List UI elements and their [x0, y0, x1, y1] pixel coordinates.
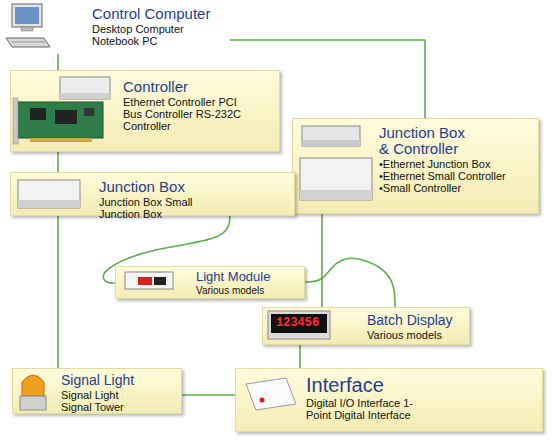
- connector-line: [321, 214, 323, 307]
- keyboard-keys: [12, 42, 45, 43]
- node-body: Desktop Computer Notebook PC: [92, 23, 192, 47]
- large-device: [300, 158, 372, 200]
- text-group: InterfaceDigital I/O Interface 1-Point D…: [306, 375, 506, 421]
- keyboard: [6, 38, 50, 47]
- display-screen: [271, 314, 327, 333]
- node-heading: Junction Box & Controller: [379, 125, 489, 157]
- node-body: Signal Light Signal Tower: [61, 389, 151, 413]
- text-group: Control ComputerDesktop Computer Noteboo…: [92, 6, 227, 47]
- device-box: Light ModuleVarious models: [115, 266, 305, 299]
- node-heading: Batch Display: [367, 313, 469, 328]
- light-module-illustration: [125, 272, 173, 289]
- node-body: •Ethernet Junction Box •Ethernet Small C…: [379, 158, 535, 194]
- module-body: [125, 272, 173, 289]
- device-box: ControllerEthernet Controller PCI Bus Co…: [10, 70, 280, 152]
- connector-line: [57, 152, 59, 172]
- node-body: Various models: [196, 285, 301, 296]
- red-lamp: [138, 277, 152, 285]
- connector-line: [305, 258, 395, 307]
- text-group: Junction Box & Controller•Ethernet Junct…: [379, 125, 537, 194]
- computer-icon: [6, 4, 50, 47]
- black-lamp: [154, 277, 166, 285]
- node-body: Junction Box Small Junction Box: [99, 196, 209, 220]
- device-box: Batch DisplayVarious models: [262, 307, 470, 345]
- node-heading: Control Computer: [92, 6, 227, 22]
- device-front: [60, 93, 110, 99]
- connector-line: [57, 216, 59, 368]
- text-group: Light ModuleVarious models: [196, 270, 301, 296]
- large-device-front: [300, 190, 372, 200]
- monitor: [12, 4, 42, 27]
- lamp-dome: [22, 375, 44, 396]
- node-heading: Controller: [123, 79, 273, 95]
- connector-line: [182, 394, 235, 396]
- small-device: [302, 126, 360, 146]
- junction-device-front: [18, 200, 80, 208]
- device-box: Junction BoxJunction Box Small Junction …: [10, 172, 295, 216]
- small-device-front: [302, 140, 360, 146]
- controller-device: [60, 77, 110, 99]
- chip: [30, 108, 46, 120]
- display-body: [268, 311, 330, 339]
- card-contacts: [30, 138, 92, 142]
- interface-device: [246, 378, 296, 410]
- text-group: Signal LightSignal Light Signal Tower: [61, 373, 179, 413]
- text-group: Batch DisplayVarious models: [367, 313, 469, 341]
- junction-box-illustration: [18, 180, 80, 208]
- text-group: Junction BoxJunction Box Small Junction …: [99, 179, 279, 220]
- indicator-dot: [260, 398, 265, 403]
- pci-card: [17, 102, 103, 138]
- lamp-base: [20, 396, 46, 410]
- node-heading: Interface: [306, 375, 506, 396]
- node-heading: Junction Box: [99, 179, 269, 195]
- junction-controller-illustration: [300, 126, 372, 200]
- junction-device: [18, 180, 80, 208]
- screen: [15, 7, 39, 24]
- batch-display-illustration: [268, 311, 330, 339]
- node-body: Digital I/O Interface 1-Point Digital In…: [306, 397, 456, 421]
- chip: [84, 108, 94, 116]
- controller-illustration: [13, 77, 110, 144]
- node-heading: Light Module: [196, 270, 301, 284]
- card-bracket: [13, 98, 18, 144]
- chip: [55, 110, 77, 124]
- node-body: Various models: [367, 329, 469, 341]
- monitor-stand: [21, 27, 33, 31]
- interface-illustration: [246, 378, 296, 410]
- computer-node: Control ComputerDesktop Computer Noteboo…: [5, 2, 230, 54]
- text-group: ControllerEthernet Controller PCI Bus Co…: [123, 79, 278, 132]
- node-heading: Signal Light: [61, 373, 179, 388]
- connector-line: [57, 54, 59, 70]
- node-body: Ethernet Controller PCI Bus Controller R…: [123, 96, 241, 132]
- device-box: Signal LightSignal Light Signal Tower: [12, 368, 182, 414]
- connector-line: [299, 345, 301, 368]
- signal-light-illustration: [20, 375, 46, 410]
- device-box: Junction Box & Controller•Ethernet Junct…: [292, 118, 539, 214]
- device-box: InterfaceDigital I/O Interface 1-Point D…: [235, 368, 543, 432]
